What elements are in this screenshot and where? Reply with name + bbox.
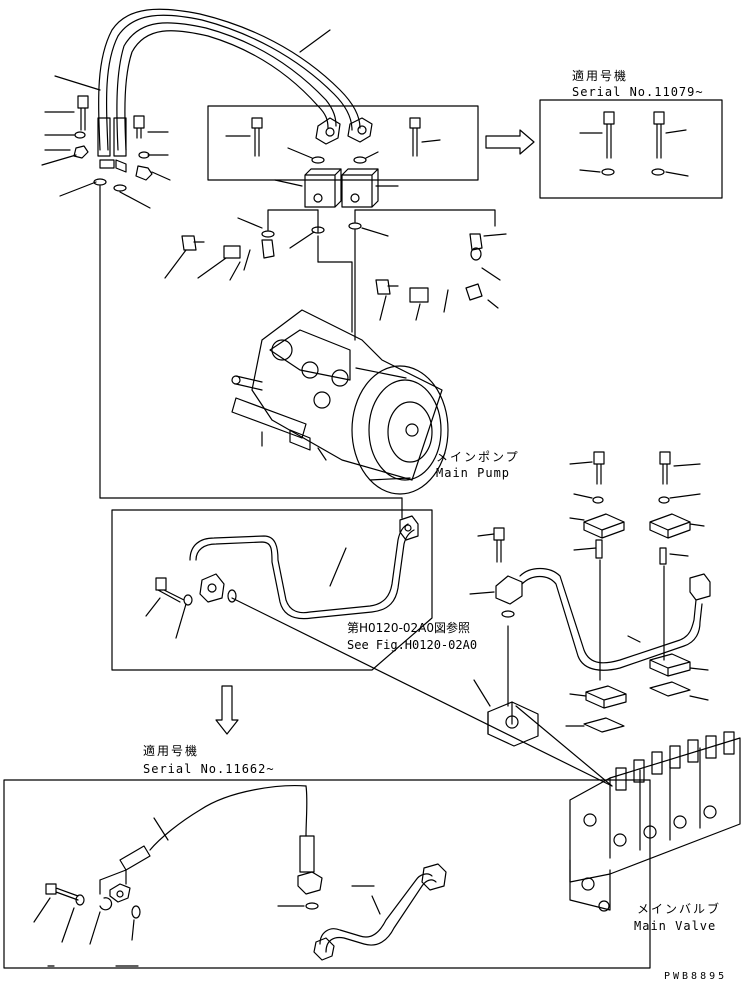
bottom-inset-box <box>3 779 651 969</box>
top-right-inset-box <box>539 99 723 199</box>
main-valve <box>569 731 741 912</box>
main-pump <box>231 309 449 495</box>
right-tube-assembly <box>469 451 711 733</box>
main-pump-label-en: Main Pump <box>436 466 511 480</box>
reference-label-en: See Fig.H0120-02A0 <box>347 638 478 652</box>
pump-fittings <box>164 209 507 341</box>
bottom-serial-label: Serial No.11662~ <box>143 762 275 776</box>
main-valve-label-jp: メインバルブ <box>637 902 722 916</box>
upper-hose-assembly <box>54 8 361 151</box>
middle-inset-box <box>111 509 433 735</box>
top-right-serial-label: Serial No.11079~ <box>572 85 704 99</box>
top-right-applicable-label: 適用号機 <box>572 69 629 83</box>
main-pump-label-jp: メインポンプ <box>436 450 520 464</box>
bottom-applicable-label: 適用号機 <box>143 744 200 758</box>
routing-lines <box>99 185 613 787</box>
left-hose-fittings <box>41 95 171 209</box>
valve-block <box>473 679 539 747</box>
main-valve-label-en: Main Valve <box>634 919 717 933</box>
center-inset-box <box>207 105 535 208</box>
drawing-code: PWB8895 <box>664 971 728 982</box>
reference-label-jp: 第H0120-02A0図参照 <box>347 621 471 635</box>
